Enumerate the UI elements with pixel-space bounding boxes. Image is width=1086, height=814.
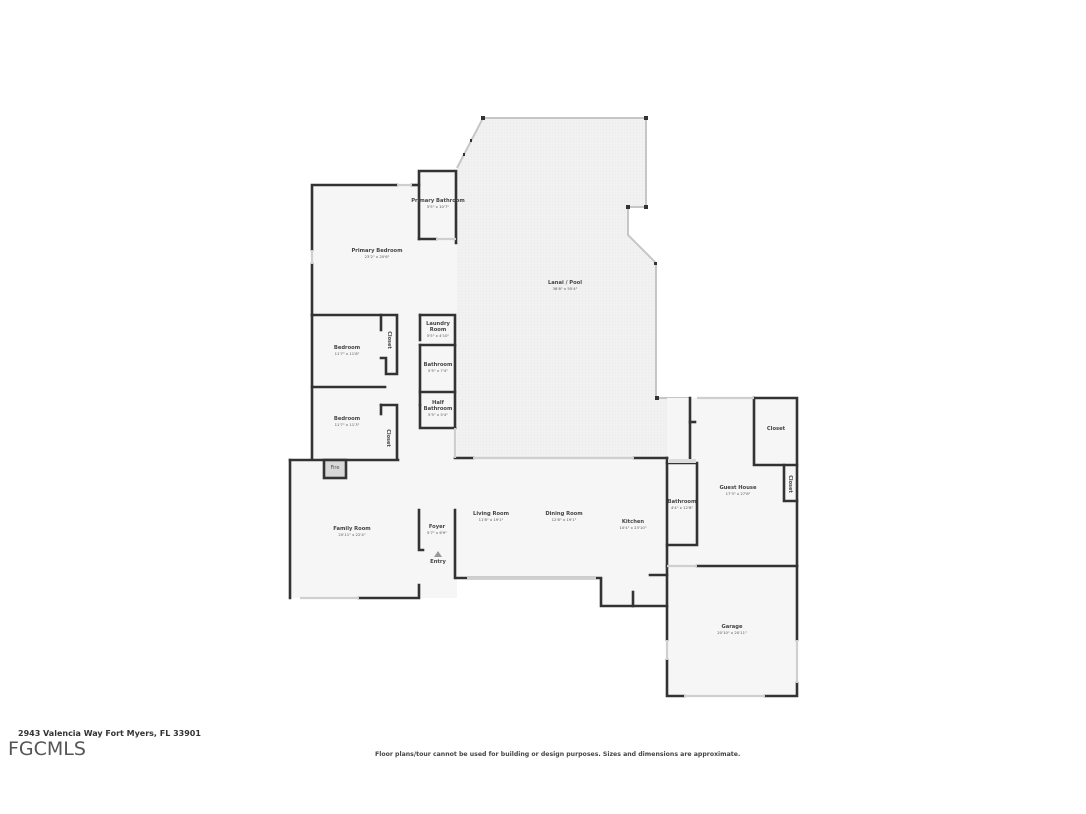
room-name: Bedroom <box>333 344 361 351</box>
entry-label: Entry <box>430 559 446 566</box>
room-dims: 5'5" x 10'7" <box>426 203 450 209</box>
room-dims: 23'2" x 20'6" <box>364 253 390 259</box>
room-name: Garage <box>721 623 743 630</box>
room-name: Primary Bathroom <box>411 197 465 204</box>
room-name: Primary Bedroom <box>351 247 403 254</box>
lanai-floor <box>457 118 690 458</box>
room-lanai-pool: Lanai / Pool 38'8" x 55'4" <box>548 279 582 291</box>
room-name: Half Bathroom <box>423 399 453 412</box>
room-dims: 4'4" x 12'8" <box>670 504 694 510</box>
room-name: Living Room <box>473 510 509 517</box>
room-name: Bedroom <box>333 415 361 422</box>
room-dims: 17'3" x 27'8" <box>725 490 751 496</box>
room-laundry: Laundry Room 5'5" x 4'10" <box>423 320 453 338</box>
room-name: Guest House <box>719 484 757 491</box>
closet-2-label: Closet <box>385 429 391 447</box>
room-bedroom-1: Bedroom 11'7" x 11'8" <box>333 344 361 356</box>
room-name: Laundry Room <box>426 320 450 333</box>
room-bedroom-2: Bedroom 11'7" x 11'3" <box>333 415 361 427</box>
room-dims: 12'8" x 19'1" <box>551 516 577 522</box>
room-name: Bathroom <box>423 361 453 368</box>
room-dims: 5'5" x 5'4" <box>428 411 448 417</box>
room-half-bathroom: Half Bathroom 5'5" x 5'4" <box>423 399 453 417</box>
room-name: Bathroom <box>667 498 697 505</box>
room-primary-bathroom: Primary Bathroom 5'5" x 10'7" <box>411 197 465 209</box>
room-name: Closet <box>766 426 786 433</box>
room-name: Dining Room <box>545 510 583 517</box>
room-name: Kitchen <box>621 518 645 525</box>
room-dims: 10'4" x 23'10" <box>619 524 647 530</box>
room-name: Entry <box>430 559 446 566</box>
room-name: Lanai / Pool <box>548 279 582 286</box>
room-dims: 11'8" x 19'1" <box>478 516 504 522</box>
room-name: Foyer <box>428 523 446 530</box>
room-primary-bedroom: Primary Bedroom 23'2" x 20'6" <box>351 247 403 259</box>
room-guest-house: Guest House 17'3" x 27'8" <box>719 484 757 496</box>
room-bathroom-2: Bathroom 4'4" x 12'8" <box>667 498 697 510</box>
closet-4-label: Closet <box>787 475 793 493</box>
room-dims: 11'7" x 11'3" <box>334 421 360 427</box>
entry-arrow-icon <box>434 551 442 557</box>
room-name: Family Room <box>333 525 371 532</box>
room-dims: 5'5" x 4'10" <box>426 332 450 338</box>
room-dims: 38'8" x 55'4" <box>552 285 578 291</box>
room-garage: Garage 20'10" x 20'11" <box>717 623 747 635</box>
room-dining-room: Dining Room 12'8" x 19'1" <box>545 510 583 522</box>
room-bathroom-1: Bathroom 5'5" x 7'4" <box>423 361 453 373</box>
room-kitchen: Kitchen 10'4" x 23'10" <box>619 518 647 530</box>
room-living-room: Living Room 11'8" x 19'1" <box>473 510 509 522</box>
room-dims: 11'7" x 11'8" <box>334 350 360 356</box>
room-dims: 20'10" x 20'11" <box>717 629 747 635</box>
room-family-room: Family Room 20'11" x 22'4" <box>333 525 371 537</box>
room-foyer: Foyer 5'7" x 6'9" <box>427 523 447 535</box>
room-dims: 5'5" x 7'4" <box>428 367 448 373</box>
fire-label: Fire <box>330 465 340 472</box>
property-address: 2943 Valencia Way Fort Myers, FL 33901 <box>18 729 201 738</box>
mls-logo: FGCMLS <box>8 738 86 760</box>
closet-1-label: Closet <box>386 331 392 349</box>
fire-name: Fire <box>330 465 340 472</box>
room-dims: 5'7" x 6'9" <box>427 529 447 535</box>
disclaimer-text: Floor plans/tour cannot be used for buil… <box>375 751 741 758</box>
room-dims: 20'11" x 22'4" <box>338 531 366 537</box>
closet-3-label: Closet <box>766 426 786 433</box>
